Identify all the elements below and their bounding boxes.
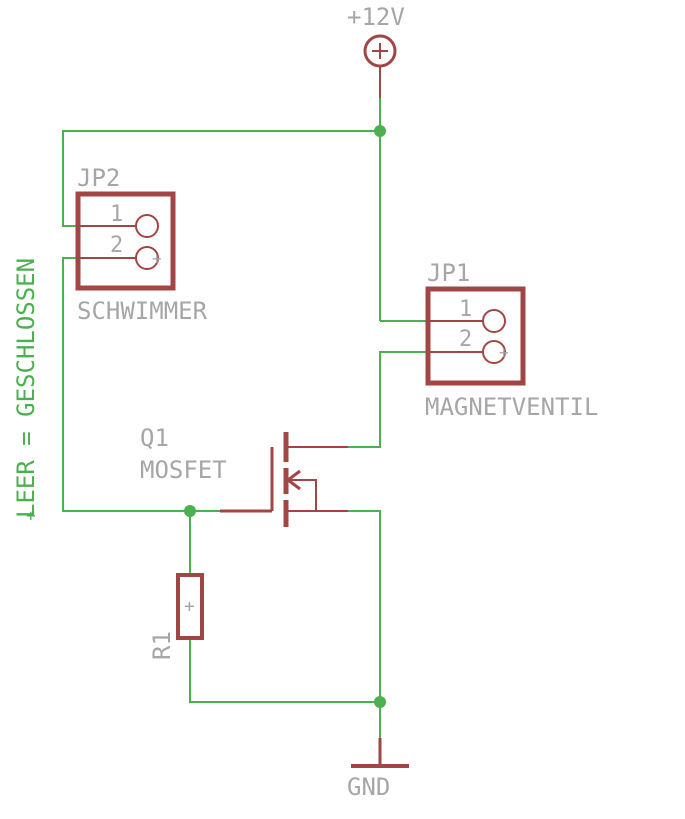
junctions [184, 125, 386, 708]
jp1-body [425, 286, 526, 386]
jp2-pin2-label: 2 [110, 233, 123, 258]
jp1-pin1-label: 1 [459, 297, 472, 322]
r1-body [176, 573, 204, 640]
jp2-body [75, 191, 176, 291]
jp2-pin1-circle [135, 214, 159, 238]
jp1-pin2-label: 2 [459, 327, 472, 352]
wire-r1-bottom [189, 638, 380, 703]
jp2-name: JP2 [77, 164, 120, 192]
jp2-value: SCHWIMMER [77, 297, 208, 325]
jp2-pin1-label: 1 [110, 202, 123, 227]
r1-name: R1 [148, 631, 176, 660]
q1-body-lead [286, 479, 317, 511]
ground-label: GND [347, 773, 390, 801]
jp2-connector: 1 2 + [75, 191, 176, 291]
ground-symbol [351, 738, 409, 768]
jp1-name: JP1 [427, 259, 470, 287]
r1-origin: + [184, 596, 195, 617]
wire-source-gnd [348, 510, 381, 738]
jp2-pin2-origin: + [152, 249, 162, 268]
q1-arrow [285, 469, 301, 491]
note-origin: + [26, 506, 36, 525]
q1-mosfet [220, 432, 348, 527]
r1-resistor: + [176, 573, 204, 640]
q1-name: Q1 [140, 424, 169, 452]
junction-gnd [374, 696, 386, 708]
jp1-pin2-origin: + [499, 343, 509, 362]
jp1-pin1-circle [482, 309, 506, 333]
jp1-connector: 1 2 + [425, 286, 526, 386]
supply-label: +12V [347, 3, 405, 31]
jp1-value: MAGNETVENTIL [425, 393, 598, 421]
supply-symbol [363, 34, 397, 98]
junction-12v [374, 125, 386, 137]
note-text: LEER = GESCHLOSSEN [12, 258, 40, 518]
junction-gate [184, 505, 196, 517]
q1-value: MOSFET [140, 456, 227, 484]
